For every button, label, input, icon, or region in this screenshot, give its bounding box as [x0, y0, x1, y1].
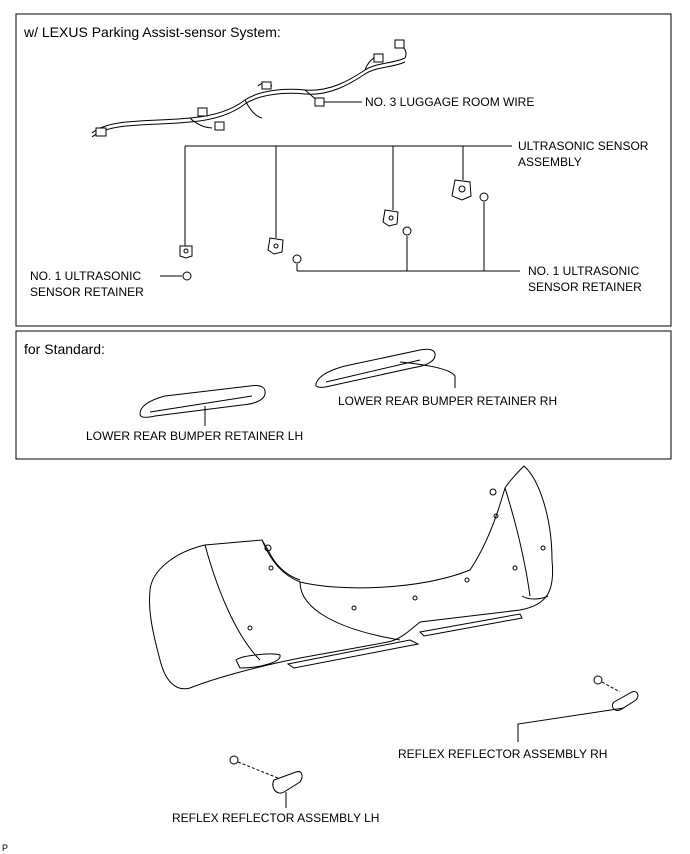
retainer-left-label-line1: NO. 1 ULTRASONIC — [30, 269, 141, 283]
sensor-assembly-label-line2: ASSEMBLY — [518, 155, 582, 169]
reflex-reflector-lh — [229, 755, 303, 794]
retainer-left-label-line2: SENSOR RETAINER — [30, 285, 144, 299]
sensor-retainer-1 — [182, 271, 192, 281]
ultrasonic-sensor-1 — [179, 245, 193, 259]
reflector-lh-label: REFLEX REFLECTOR ASSEMBLY LH — [172, 811, 379, 825]
sensor-retainer-2 — [292, 254, 302, 264]
luggage-room-wire-label: NO. 3 LUGGAGE ROOM WIRE — [365, 95, 534, 109]
lower-bumper-retainer-rh — [315, 348, 436, 388]
lower-retainer-lh-label: LOWER REAR BUMPER RETAINER LH — [86, 429, 303, 443]
sensor-assembly-label-line1: ULTRASONIC SENSOR — [518, 139, 649, 153]
luggage-room-wire-harness — [91, 39, 407, 138]
standard-header: for Standard: — [24, 341, 105, 357]
reflex-reflector-rh — [593, 675, 639, 711]
retainer-right-label-line2: SENSOR RETAINER — [528, 280, 642, 294]
ultrasonic-sensor-4 — [451, 179, 472, 201]
rear-bumper-cover — [149, 465, 554, 690]
sensor-retainer-4 — [479, 192, 489, 202]
retainer-right-label-line1: NO. 1 ULTRASONIC — [528, 264, 639, 278]
lower-bumper-retainer-lh — [139, 385, 266, 418]
lower-retainer-rh-label: LOWER REAR BUMPER RETAINER RH — [338, 394, 557, 408]
retainer-right-callout — [296, 202, 520, 272]
ultrasonic-sensor-3 — [382, 209, 399, 227]
reflector-rh-label: REFLEX REFLECTOR ASSEMBLY RH — [398, 747, 607, 761]
parking-assist-header: w/ LEXUS Parking Assist-sensor System: — [23, 24, 281, 40]
standard-panel — [15, 330, 672, 460]
ultrasonic-sensor-2 — [267, 237, 284, 255]
sensor-assembly-callout — [184, 145, 512, 246]
parking-assist-panel — [15, 13, 672, 327]
corner-mark: P — [2, 843, 8, 853]
sensor-retainer-3 — [402, 226, 412, 236]
